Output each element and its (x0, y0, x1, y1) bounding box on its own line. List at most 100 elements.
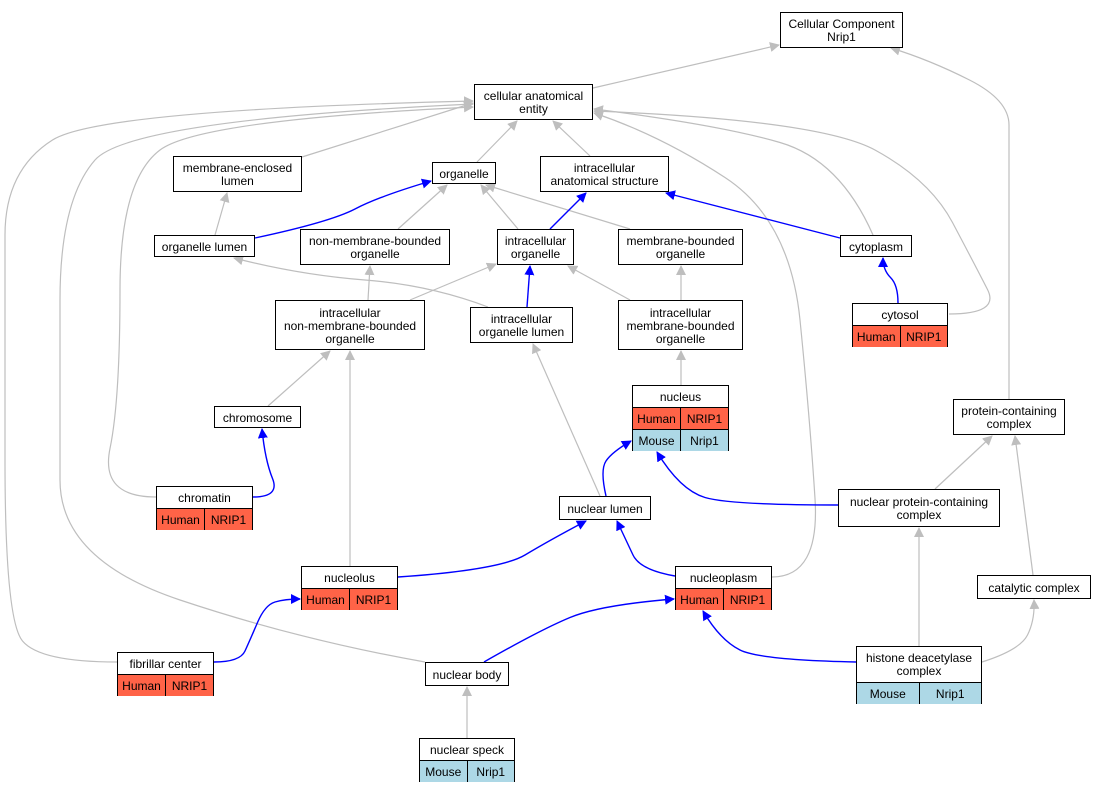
node-cytosol-label-line: cytosol (881, 307, 919, 322)
edge-is-a-intracellular-anatomical-structure-to-cellular-anatomical-entity (552, 120, 591, 157)
gene-cell: Nrip1 (918, 683, 981, 704)
node-nuclear-body[interactable]: nuclear body (425, 662, 509, 686)
node-nuclear-lumen-label: nuclear lumen (560, 497, 650, 521)
gene-cell: NRIP1 (349, 589, 397, 610)
node-membrane-enclosed-lumen-label-line: lumen (221, 174, 254, 188)
edge-is-a-chromosome-to-intracellular-non-membrane-bounded-organelle (267, 350, 331, 407)
edge-is-a-protein-containing-complex-to-cc-root (890, 45, 1010, 400)
node-catalytic-complex-label: catalytic complex (978, 576, 1090, 600)
species-cell: Mouse (633, 430, 680, 451)
edge-part-of-intracellular-organelle-lumen-to-intracellular-organelle (524, 265, 535, 308)
edge-is-a-nuclear-lumen-to-intracellular-organelle-lumen (532, 343, 601, 497)
node-catalytic-complex-label-line: catalytic complex (988, 580, 1080, 595)
node-membrane-enclosed-lumen-label-line: membrane-enclosed (182, 161, 293, 175)
node-membrane-bounded-organelle-label-line: membrane-bounded (626, 234, 735, 248)
edge-is-a-nucleoplasm-to-cellular-anatomical-entity (593, 111, 817, 578)
node-nucleoplasm-label-line: nucleoplasm (689, 570, 758, 585)
node-organelle-label-line: organelle (439, 166, 489, 181)
node-chromosome[interactable]: chromosome (214, 406, 301, 428)
edge-part-of-fibrillar-center-to-nucleolus (213, 594, 301, 663)
edge-is-a-intracellular-non-membrane-bounded-organelle-to-intracellular-organelle (409, 262, 497, 301)
edge-part-of-organelle-lumen-to-organelle (254, 178, 432, 239)
node-fibrillar-center-label-line: fibrillar center (129, 656, 202, 671)
edge-is-a-cytoplasm-to-cellular-anatomical-entity (593, 105, 874, 236)
node-nuclear-speck-label: nuclear speck (420, 739, 514, 761)
edge-is-a-intracellular-non-membrane-bounded-organelle-to-non-membrane-bounded-organelle (364, 265, 375, 301)
species-cell: Human (633, 408, 680, 429)
species-cell: Mouse (857, 683, 919, 704)
node-cytoplasm[interactable]: cytoplasm (840, 235, 912, 257)
node-organelle[interactable]: organelle (432, 162, 496, 184)
node-intracellular-membrane-bounded-organelle-label-line: organelle (655, 331, 706, 346)
node-histone-deacetylase-complex-label-line: complex (896, 664, 942, 678)
species-cell: Human (118, 675, 165, 696)
edge-part-of-nuclear-body-to-nucleoplasm (483, 594, 675, 663)
node-membrane-bounded-organelle-label-line: organelle (655, 247, 706, 261)
edge-part-of-nucleoplasm-to-nuclear-lumen (616, 520, 676, 577)
node-intracellular-anatomical-structure-label-line: anatomical structure (550, 174, 659, 188)
node-nuclear-protein-containing-complex-label-line: complex (896, 508, 942, 522)
edge-part-of-chromatin-to-chromosome (252, 428, 275, 498)
edge-is-a-organelle-lumen-to-membrane-enclosed-lumen (214, 192, 230, 236)
species-cell: Human (853, 326, 900, 347)
node-intracellular-membrane-bounded-organelle-label-line: intracellular (649, 305, 712, 320)
edge-is-a-intracellular-organelle-to-organelle (480, 184, 519, 230)
node-intracellular-organelle-lumen-label-line: organelle lumen (478, 325, 565, 339)
node-cc-root-label-line: Cellular Component (788, 17, 895, 31)
node-intracellular-non-membrane-bounded-organelle-label-line: intracellular (319, 305, 381, 320)
node-intracellular-non-membrane-bounded-organelle-label-line: non-membrane-bounded (283, 318, 417, 333)
node-chromosome-label: chromosome (215, 407, 300, 429)
node-nucleolus-label-line: nucleolus (324, 570, 375, 585)
edge-is-a-cytosol-to-cellular-anatomical-entity (593, 106, 991, 315)
node-intracellular-anatomical-structure-label-line: intracellular (573, 161, 636, 175)
edge-part-of-cytosol-to-cytoplasm (878, 257, 899, 304)
edge-is-a-organelle-to-cellular-anatomical-entity (476, 120, 518, 163)
node-cellular-anatomical-entity-label-line: entity (519, 102, 548, 116)
node-catalytic-complex[interactable]: catalytic complex (977, 575, 1091, 599)
node-cytoplasm-label: cytoplasm (841, 236, 911, 258)
edge-is-a-intracellular-organelle-lumen-to-organelle-lumen (233, 255, 489, 308)
node-nuclear-lumen[interactable]: nuclear lumen (559, 496, 651, 520)
node-cellular-anatomical-entity-label-line: cellular anatomical (483, 89, 584, 103)
edge-part-of-histone-deacetylase-complex-to-nucleoplasm (702, 610, 857, 663)
node-intracellular-non-membrane-bounded-organelle-label-line: organelle (325, 331, 375, 346)
edge-is-a-non-membrane-bounded-organelle-to-organelle (397, 184, 448, 230)
node-organelle-lumen[interactable]: organelle lumen (154, 235, 255, 257)
node-organelle-label: organelle (433, 163, 495, 185)
edge-part-of-nuclear-lumen-to-nucleus (602, 440, 632, 497)
